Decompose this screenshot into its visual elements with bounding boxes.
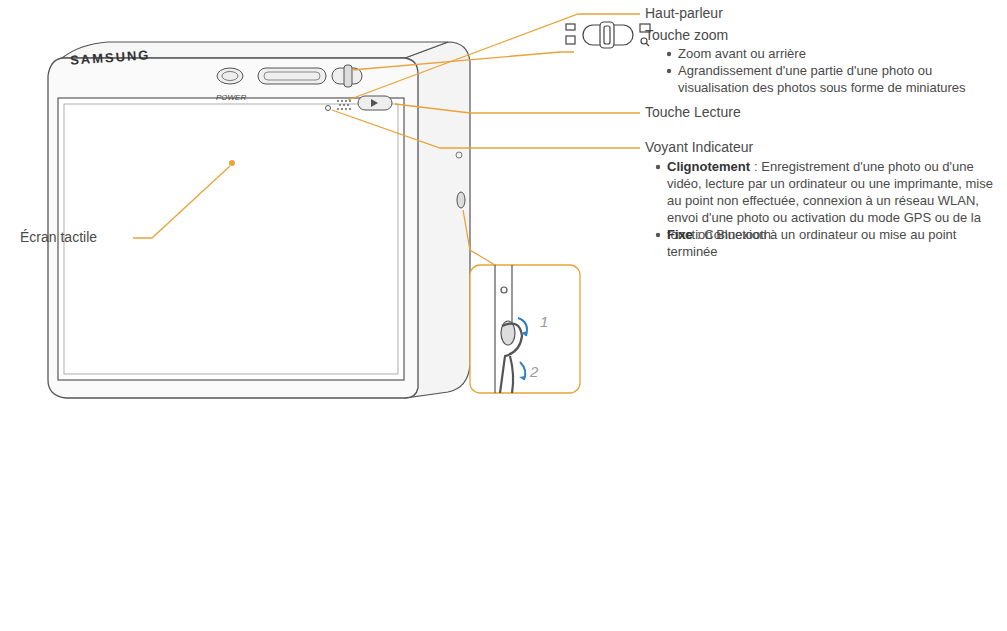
part-label: Voyant Indicateur xyxy=(645,139,945,156)
note-text: Agrandissement d'une partie d'une photo … xyxy=(678,62,998,96)
bullet-term: Clignotement xyxy=(667,159,750,174)
part-label: Touche zoom xyxy=(645,27,945,44)
inset-box: 12 xyxy=(470,265,580,393)
bullet-term: Fixe xyxy=(667,227,693,242)
bullet-text: : Connexion à un ordinateur ou mise au p… xyxy=(667,227,956,259)
callout-number: 1 xyxy=(540,313,548,330)
note-text: Zoom avant ou arrière xyxy=(678,45,978,62)
bullet-item: Fixe: Connexion à un ordinateur ou mise … xyxy=(667,226,1002,260)
part-label: Touche Lecture xyxy=(645,104,945,121)
callout-number: 2 xyxy=(530,363,538,380)
part-label: Haut-parleur xyxy=(645,5,945,22)
part-label: Écran tactile xyxy=(20,229,140,246)
button-label: POWER xyxy=(216,93,256,102)
